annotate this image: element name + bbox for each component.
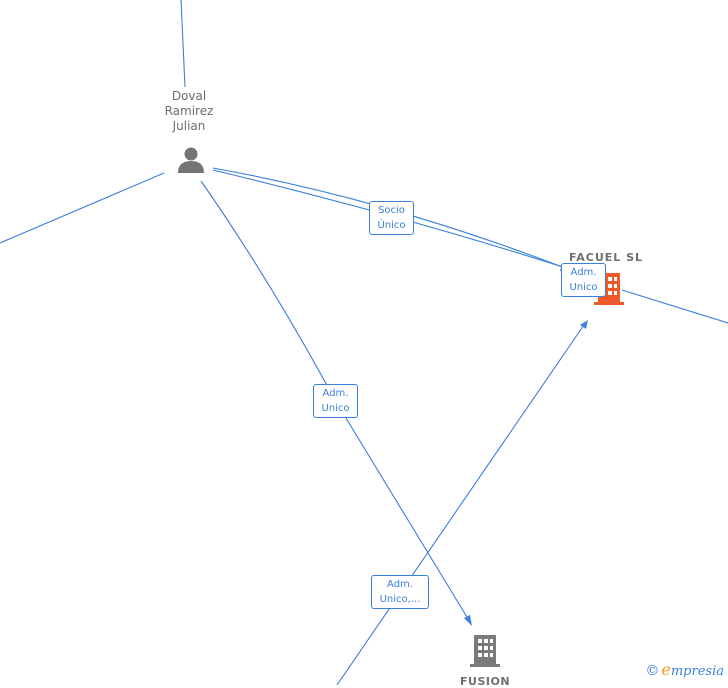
arrow-into-fusion (464, 615, 472, 626)
edge-top-to-person (180, 0, 186, 88)
arrow-into-facuel-2 (580, 320, 588, 329)
edge-label-adm-unico-facuel[interactable]: Adm. Unico (561, 263, 606, 297)
edge-person-fusion (200, 180, 471, 623)
edge-facuel-right (621, 289, 728, 324)
company-name-facuel: FACUEL SL (569, 251, 644, 264)
edge-label-adm-unico-bottom[interactable]: Adm. Unico,... (371, 575, 429, 609)
empresia-logo-initial: e (661, 660, 671, 679)
edge-label-adm-unico-fusion[interactable]: Adm. Unico (313, 384, 358, 418)
company-name-fusion: FUSION (460, 675, 511, 688)
empresia-logo-text: mpresia (670, 664, 724, 679)
person-icon[interactable] (176, 145, 206, 175)
building-icon[interactable] (468, 633, 502, 669)
edge-bottom-facuel (336, 321, 587, 685)
empresia-watermark: ©empresia (645, 660, 724, 679)
copyright-symbol: © (645, 663, 660, 679)
edge-left-to-person (0, 172, 165, 244)
person-name-label: Doval Ramirez Julian (164, 89, 214, 133)
edge-label-socio-unico[interactable]: Socio Único (369, 201, 414, 235)
